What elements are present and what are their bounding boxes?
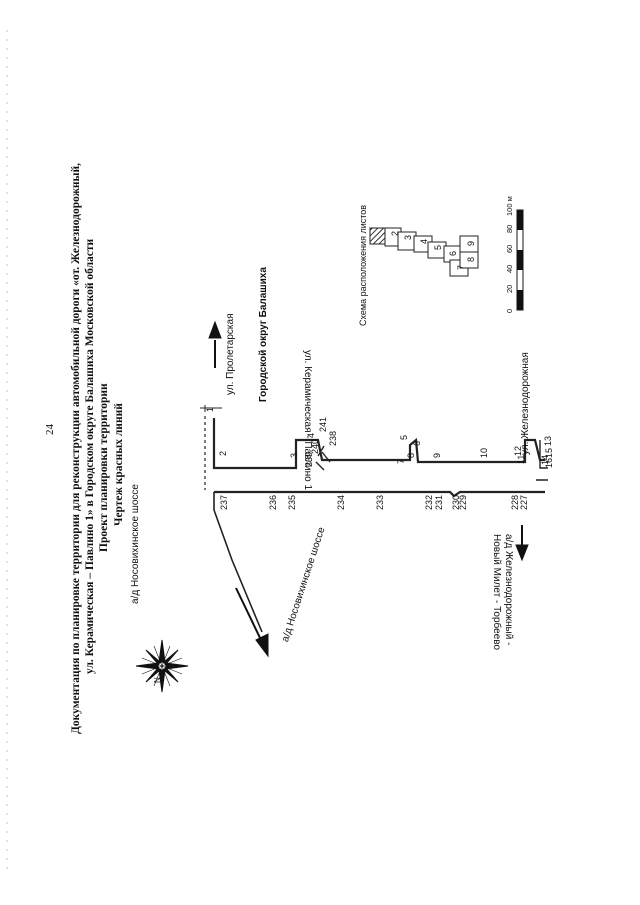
inset-num: 7 xyxy=(456,265,466,270)
point-label: 14 xyxy=(540,455,550,465)
point-label: 13 xyxy=(543,436,553,446)
point-label: 232 xyxy=(424,495,434,510)
novy-milet-arrow-head xyxy=(515,544,529,562)
point-label: 228 xyxy=(510,495,520,510)
inset-sheet-9 xyxy=(459,235,479,253)
proletarskaya-arrow-head xyxy=(208,320,222,339)
point-label: 234 xyxy=(336,495,346,510)
arrows xyxy=(208,320,529,658)
sheet-layout-inset xyxy=(369,227,479,277)
inset-num: 8 xyxy=(466,257,476,262)
point-label: 230 xyxy=(451,495,461,510)
scale-tick: 100 м xyxy=(505,196,514,216)
inset-num: 5 xyxy=(433,245,443,250)
label-nosovikhinskoe: а/д Носовихинское шоссе xyxy=(130,484,141,604)
point-label: 227 xyxy=(519,495,529,510)
label-district: Городской округ Балашиха xyxy=(258,267,269,402)
title-line-3: Проект планировки территории xyxy=(98,383,110,552)
point-label: 10 xyxy=(479,448,489,458)
point-label: 233 xyxy=(375,495,385,510)
compass-rose xyxy=(135,639,189,693)
point-label: 231 xyxy=(434,495,444,510)
title-line-2: ул. Керамическая – Павлино 1» в Городско… xyxy=(84,238,96,674)
scale-tick: 80 xyxy=(505,225,514,233)
inset-num: 3 xyxy=(403,235,413,240)
scale-seg xyxy=(517,250,523,270)
right-boundary xyxy=(212,418,545,470)
scale-tick: 40 xyxy=(505,265,514,273)
red-lines xyxy=(200,405,548,633)
title-line-4: Чертеж красных линий xyxy=(113,403,125,526)
junction-detail xyxy=(315,445,331,471)
point-label: 237 xyxy=(219,495,229,510)
label-keramicheskaya: ул. Керамическая - Павлино 1 xyxy=(302,350,313,491)
scan-edge xyxy=(6,30,8,870)
scale-tick: 0 xyxy=(505,309,514,313)
scale-seg xyxy=(517,290,523,310)
end-detail xyxy=(536,440,548,481)
point-label: 3 xyxy=(289,453,299,458)
label-novy-milet: Новый Милет - Торбеево xyxy=(491,534,502,651)
point-label: 236 xyxy=(268,495,278,510)
highway-line xyxy=(213,492,263,633)
point-label: 2 xyxy=(218,451,228,456)
inset-sheet-3 xyxy=(397,231,417,251)
point-label: 12 xyxy=(513,446,523,456)
scale-tick: 60 xyxy=(505,245,514,253)
inset-title: Схема расположения листов xyxy=(358,204,368,326)
point-label: 1 xyxy=(205,407,215,412)
highway-arrow-shaft xyxy=(235,587,263,643)
point-label: 239 xyxy=(304,452,314,467)
point-label: 9 xyxy=(432,453,442,458)
inset-num: 9 xyxy=(466,241,476,246)
left-boundary xyxy=(214,490,545,498)
point-label: 5 xyxy=(399,435,409,440)
inset-num: 2 xyxy=(390,231,400,236)
point-label: 235 xyxy=(287,495,297,510)
point-label: 229 xyxy=(458,495,468,510)
point-label: 11 xyxy=(516,455,526,464)
point-labels-left: 237 236 235 234 233 232 231 230 229 228 … xyxy=(219,495,529,510)
scale-seg xyxy=(517,210,523,230)
point-label: 241 xyxy=(318,417,328,432)
point-label: 16 xyxy=(544,458,554,468)
page-number: 24 xyxy=(44,424,56,435)
label-proletarskaya: ул. Пролетарская xyxy=(225,313,236,396)
point-label: 240 xyxy=(310,439,320,454)
point-label: 238 xyxy=(328,431,338,446)
inset-num: 4 xyxy=(419,239,429,244)
inset-sheet-numbers: 2 3 4 5 6 7 8 9 xyxy=(390,231,476,270)
highway-arrow-head xyxy=(255,633,269,658)
point-label: 6 xyxy=(412,441,422,446)
label-zheleznodorozhnaya: ул. Железнодорожная xyxy=(520,352,531,455)
point-label: 8 xyxy=(406,453,416,458)
point-label: 4 xyxy=(306,433,316,438)
point-label: 7 xyxy=(396,459,406,464)
point-labels-right: 1 2 3 4 241 238 239 240 5 6 7 8 9 10 11 … xyxy=(205,407,554,468)
top-mark xyxy=(200,405,222,412)
title-line-1: Документация по планировке территории дл… xyxy=(70,162,82,734)
label-ad-zhel: а/д Железнодорожный - xyxy=(503,534,514,646)
scale-bar xyxy=(516,209,524,311)
point-label: 15 xyxy=(544,448,554,458)
inset-num: 6 xyxy=(448,251,458,256)
scale-tick: 20 xyxy=(505,285,514,293)
scale-ticks: 0 20 40 60 80 100 м xyxy=(505,196,514,313)
compass-north-label: N xyxy=(153,677,162,683)
